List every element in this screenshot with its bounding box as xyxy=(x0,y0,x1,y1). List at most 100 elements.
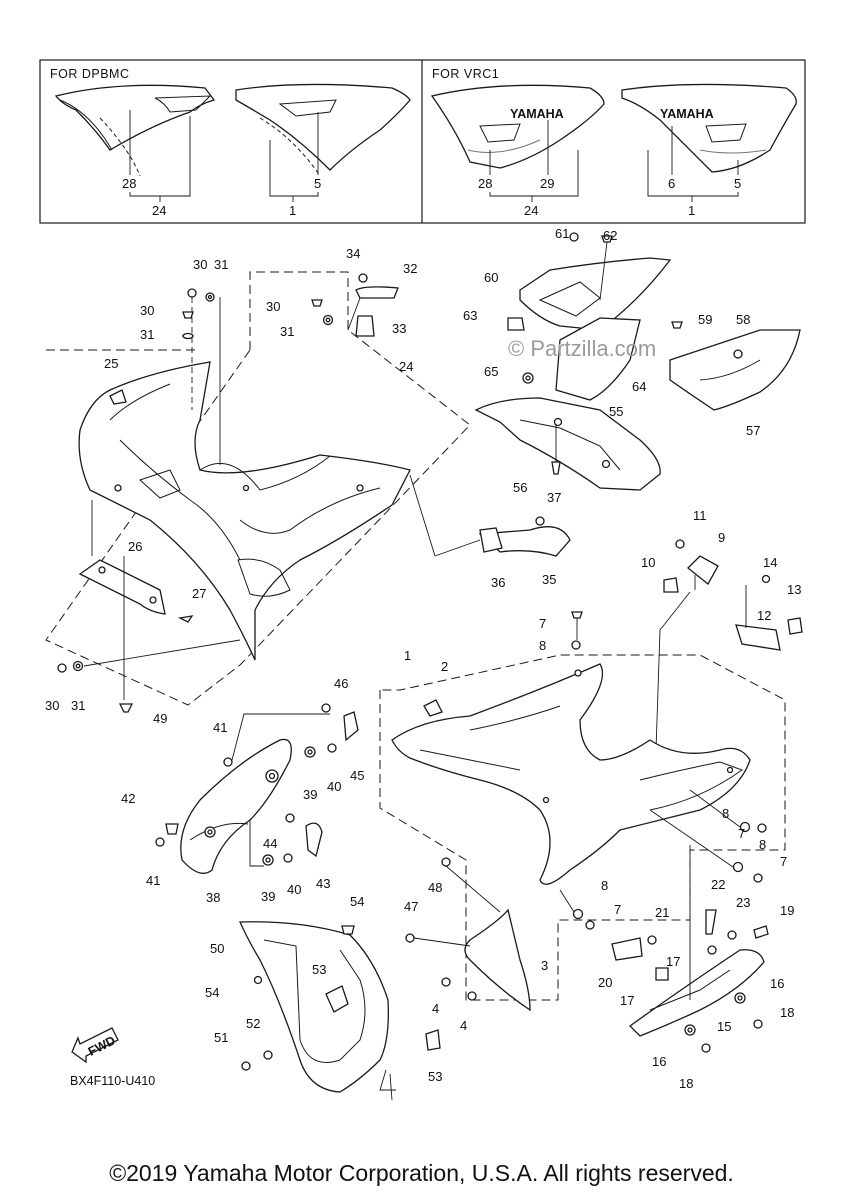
callout-57: 57 xyxy=(746,423,760,438)
callout-7: 7 xyxy=(614,902,621,917)
callout-37: 37 xyxy=(547,490,561,505)
callout-22: 22 xyxy=(711,877,725,892)
color-variant-insets: FOR DPBMC 28 24 5 1 FOR VRC1 xyxy=(39,59,806,224)
callout-7: 7 xyxy=(738,826,745,841)
callout-17: 17 xyxy=(620,993,634,1008)
callout-61: 61 xyxy=(555,226,569,241)
callout-11: 11 xyxy=(693,508,707,523)
callout-62: 62 xyxy=(603,228,617,243)
vrc1-left-brand: YAMAHA xyxy=(510,107,564,121)
callout-49: 49 xyxy=(153,711,167,726)
vrc1-right-brand: YAMAHA xyxy=(660,107,714,121)
callout-18: 18 xyxy=(679,1076,693,1091)
callout-54: 54 xyxy=(350,894,364,909)
callout-44: 44 xyxy=(263,836,277,851)
callout-39: 39 xyxy=(303,787,317,802)
callout-40: 40 xyxy=(327,779,341,794)
callout-8: 8 xyxy=(759,837,766,852)
callout-16: 16 xyxy=(652,1054,666,1069)
callout-52: 52 xyxy=(246,1016,260,1031)
callout-60: 60 xyxy=(484,270,498,285)
callout-46: 46 xyxy=(334,676,348,691)
callout-31: 31 xyxy=(214,257,228,272)
vrc1-leaders xyxy=(489,120,739,202)
callout-7: 7 xyxy=(539,616,546,631)
lower-bracket-15 xyxy=(611,845,769,1053)
callout-63: 63 xyxy=(463,308,477,323)
callout-1: 1 xyxy=(404,648,411,663)
callout-43: 43 xyxy=(316,876,330,891)
callout-27: 27 xyxy=(192,586,206,601)
callout-48: 48 xyxy=(428,880,442,895)
callout-65: 65 xyxy=(484,364,498,379)
callout-16: 16 xyxy=(770,976,784,991)
inset-title-dpbmc: FOR DPBMC xyxy=(50,67,130,81)
callout-24: 24 xyxy=(399,359,413,374)
callout-14: 14 xyxy=(763,555,777,570)
callout-41: 41 xyxy=(213,720,227,735)
inset-dpbmc-label-5: 5 xyxy=(314,176,321,191)
callout-34: 34 xyxy=(346,246,360,261)
callout-42: 42 xyxy=(121,791,135,806)
callout-41: 41 xyxy=(146,873,160,888)
callout-40: 40 xyxy=(287,882,301,897)
callout-4: 4 xyxy=(432,1001,439,1016)
callout-10: 10 xyxy=(641,555,655,570)
callout-56: 56 xyxy=(513,480,527,495)
callout-36: 36 xyxy=(491,575,505,590)
callout-26: 26 xyxy=(128,539,142,554)
callout-7: 7 xyxy=(780,854,787,869)
callout-38: 38 xyxy=(206,890,220,905)
callout-59: 59 xyxy=(698,312,712,327)
callout-21: 21 xyxy=(655,905,669,920)
callout-47: 47 xyxy=(404,899,418,914)
callout-8: 8 xyxy=(722,806,729,821)
inset-vrc1-label-5: 5 xyxy=(734,176,741,191)
callout-17: 17 xyxy=(666,954,680,969)
callout-3: 3 xyxy=(541,958,548,973)
callout-19: 19 xyxy=(780,903,794,918)
bracket-35 xyxy=(409,474,571,557)
callout-33: 33 xyxy=(392,321,406,336)
dpbmc-right-cowl xyxy=(235,83,411,177)
inset-vrc1-label-28: 28 xyxy=(478,176,492,191)
inset-dpbmc-label-1: 1 xyxy=(289,203,296,218)
callout-18: 18 xyxy=(780,1005,794,1020)
callout-31: 31 xyxy=(140,327,154,342)
callout-25: 25 xyxy=(104,356,118,371)
dpbmc-left-cowl xyxy=(54,84,216,177)
inset-vrc1-label-1: 1 xyxy=(688,203,695,218)
callout-2: 2 xyxy=(441,659,448,674)
diagram-code: BX4F110-U410 xyxy=(70,1074,155,1088)
callout-50: 50 xyxy=(210,941,224,956)
fwd-label: FWD xyxy=(86,1033,118,1058)
callout-15: 15 xyxy=(717,1019,731,1034)
callout-53: 53 xyxy=(312,962,326,977)
bracket-26 xyxy=(78,559,166,615)
callout-39: 39 xyxy=(261,889,275,904)
callout-8: 8 xyxy=(539,638,546,653)
callout-9: 9 xyxy=(718,530,725,545)
callout-30: 30 xyxy=(140,303,154,318)
inset-vrc1-label-6: 6 xyxy=(668,176,675,191)
callout-31: 31 xyxy=(71,698,85,713)
callout-30: 30 xyxy=(193,257,207,272)
inset-title-vrc1: FOR VRC1 xyxy=(432,67,499,81)
inset-dpbmc-label-28: 28 xyxy=(122,176,136,191)
callout-4: 4 xyxy=(460,1018,467,1033)
callout-20: 20 xyxy=(598,975,612,990)
vrc1-right-cowl xyxy=(621,83,797,173)
vrc1-left-cowl xyxy=(430,84,605,169)
upper-stay-assembly xyxy=(474,232,801,491)
callout-32: 32 xyxy=(403,261,417,276)
callout-23: 23 xyxy=(736,895,750,910)
callout-53: 53 xyxy=(428,1069,442,1084)
fasteners-right xyxy=(559,789,767,930)
callout-45: 45 xyxy=(350,768,364,783)
inset-vrc1-label-29: 29 xyxy=(540,176,554,191)
lower-cowl-50 xyxy=(239,921,441,1101)
fwd-arrow-icon xyxy=(71,1027,119,1064)
callout-numbers: 34 30 31 32 30 31 30 31 33 25 24 26 27 3… xyxy=(45,226,801,1091)
callout-12: 12 xyxy=(757,608,771,623)
copyright-notice: ©2019 Yamaha Motor Corporation, U.S.A. A… xyxy=(109,1160,734,1186)
